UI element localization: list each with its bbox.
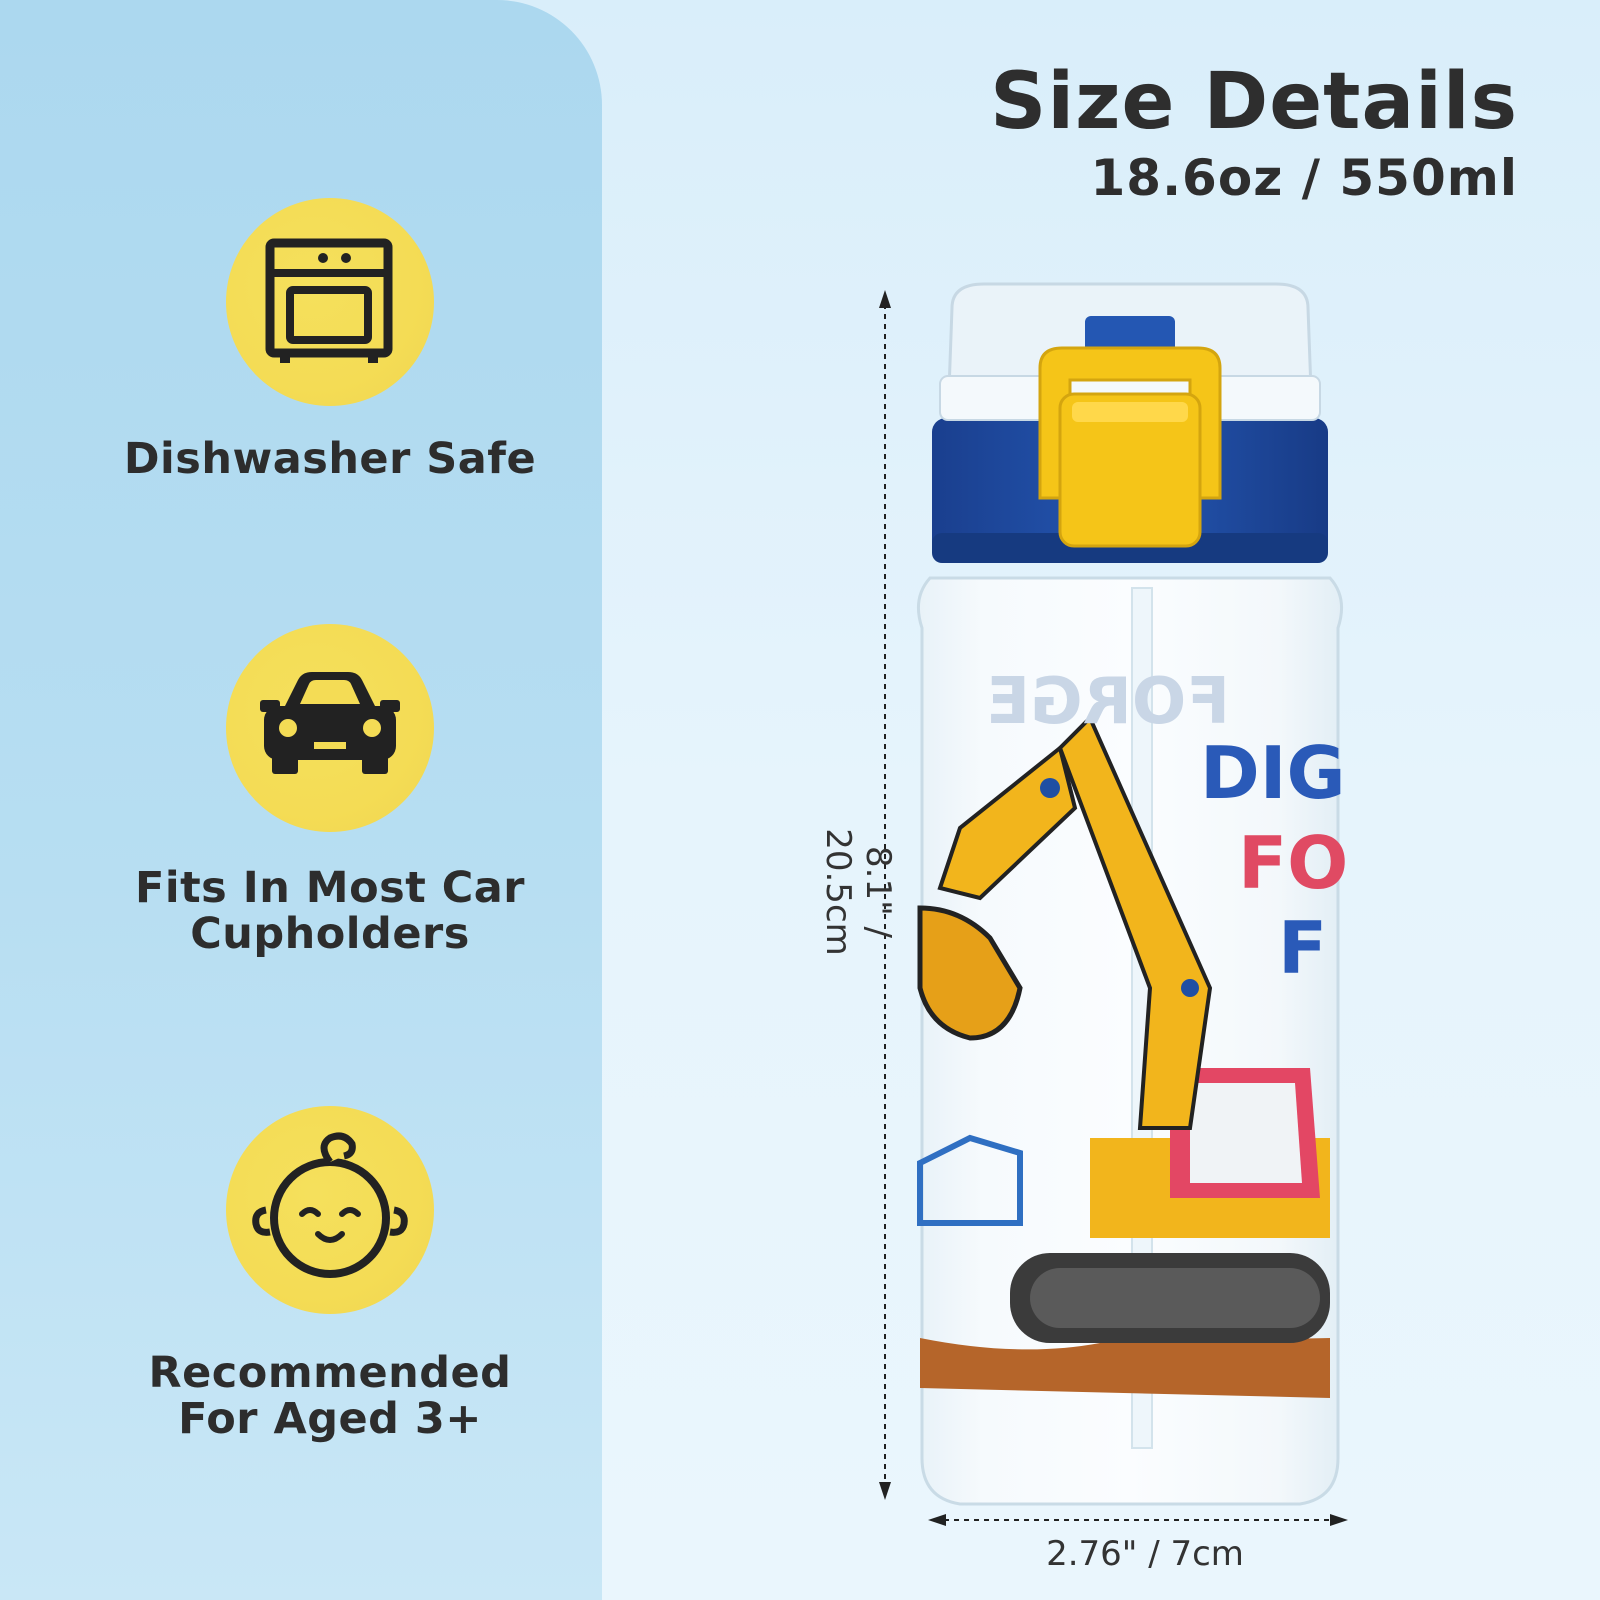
feature-badge — [226, 198, 434, 406]
feature-label: Fits In Most Car Cupholders — [134, 863, 526, 959]
feature-badge — [226, 624, 434, 832]
bottle-text-dig: DIG — [1200, 731, 1346, 815]
baby-face-icon — [252, 1132, 408, 1278]
feature-label: Recommended For Aged 3+ — [148, 1348, 512, 1444]
feature-car-cupholder: Fits In Most Car Cupholders — [0, 624, 660, 957]
feature-label: Dishwasher Safe — [123, 434, 537, 484]
oven-icon — [265, 238, 393, 363]
bottle-text-f: F — [1278, 906, 1327, 990]
feature-badge — [226, 1106, 434, 1314]
bottle-text-mirror: FORGE — [986, 665, 1230, 739]
excavator-graphic — [917, 714, 1330, 1398]
car-icon — [260, 672, 400, 774]
width-dimension-line — [928, 1514, 1348, 1526]
page-title: Size Details — [990, 57, 1518, 147]
feature-dishwasher-safe: Dishwasher Safe — [0, 198, 660, 482]
height-dimension-label: 8.1" / 20.5cm — [818, 828, 898, 956]
water-bottle-image: DIG FO F FORGE — [916, 282, 1348, 1506]
width-dimension-label: 2.76" / 7cm — [1046, 1534, 1244, 1574]
bottle-text-fo: FO — [1238, 821, 1348, 905]
size-details-header: Size Details 18.6oz / 550ml — [990, 56, 1518, 208]
height-dimension-line — [879, 290, 891, 1500]
capacity-text: 18.6oz / 550ml — [1090, 149, 1518, 207]
feature-age-recommendation: Recommended For Aged 3+ — [0, 1106, 660, 1442]
